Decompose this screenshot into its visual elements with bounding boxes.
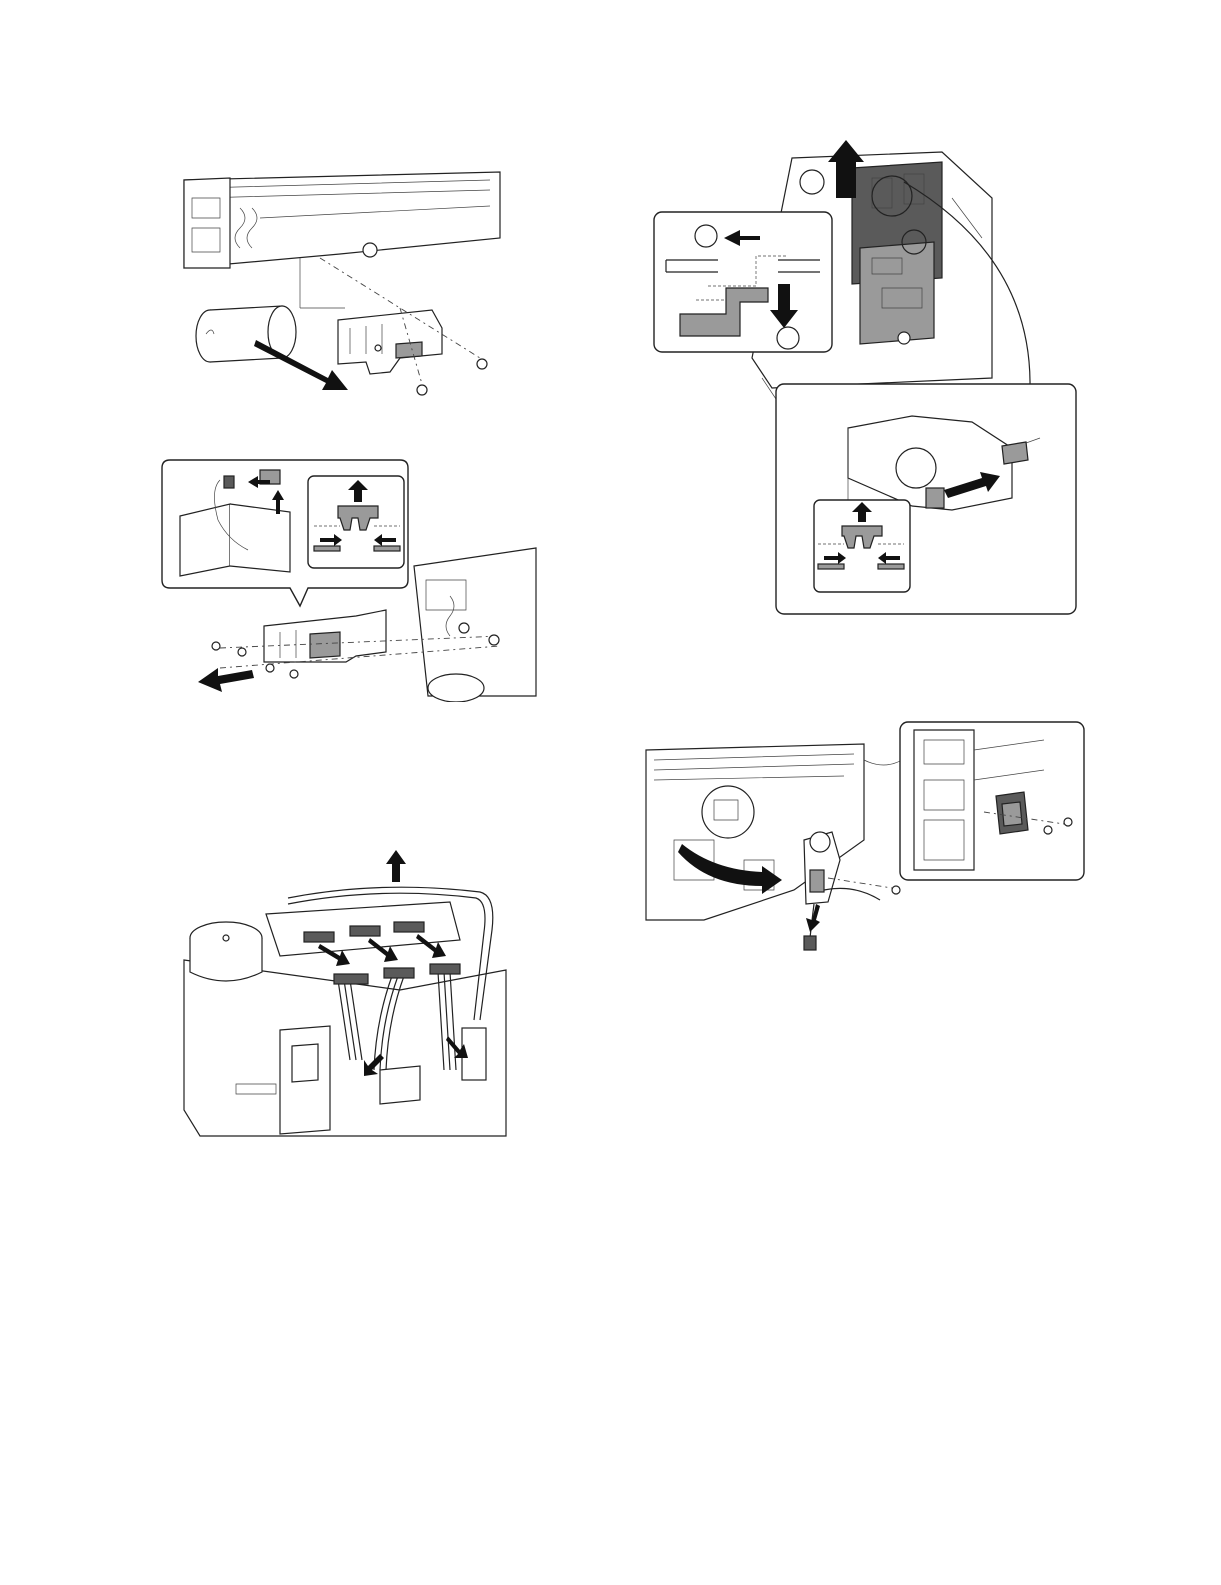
figure-sensor-bracket-removal (160, 456, 542, 702)
figure-harness-switch-removal (644, 720, 1086, 964)
sensor-bracket-removal-illustration (160, 456, 542, 702)
figure-motor-unit-removal (170, 158, 510, 403)
figure-upper-cover-unlatch (652, 138, 1080, 616)
upper-cover-unlatch-illustration (652, 138, 1080, 616)
flat-cable-disconnect-illustration (180, 840, 510, 1140)
motor-unit-removal-illustration (170, 158, 510, 403)
harness-switch-removal-illustration (644, 720, 1086, 964)
figure-flat-cable-disconnect (180, 840, 510, 1140)
